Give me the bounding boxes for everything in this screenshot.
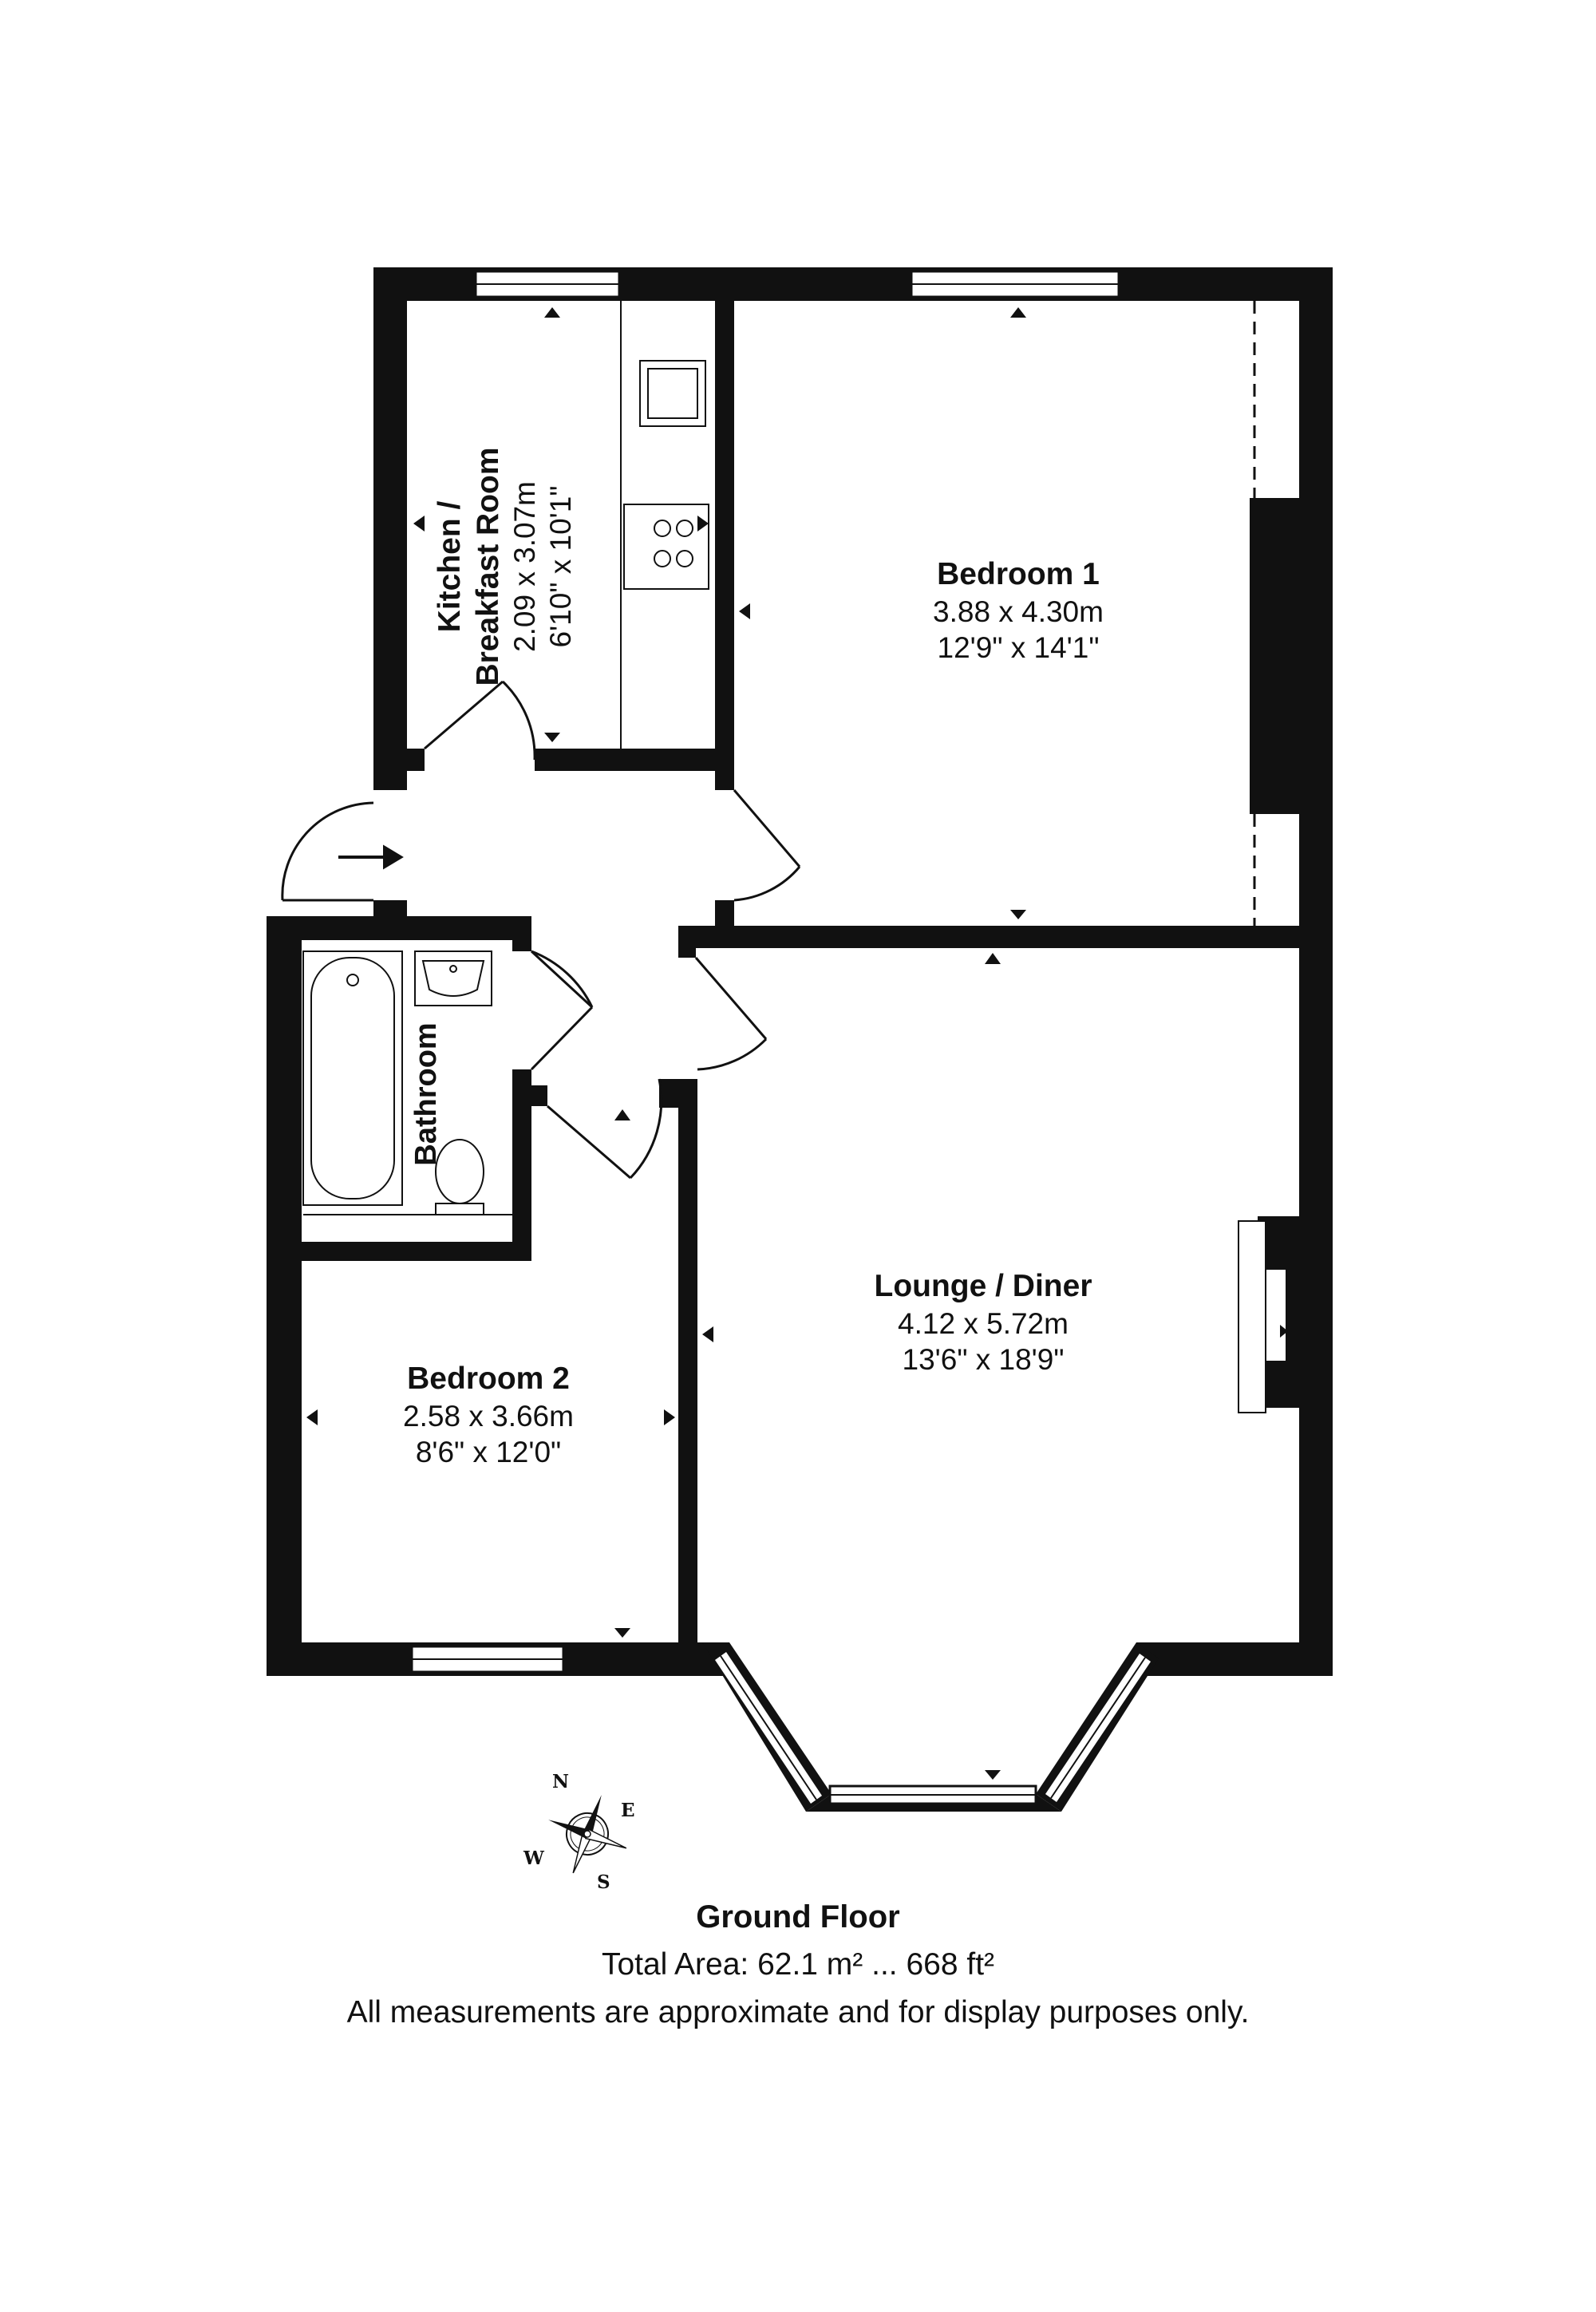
room-name-bedroom2: Bedroom 2	[407, 1362, 570, 1396]
wall-bedroom2-lounge-cap	[659, 1079, 697, 1108]
dim-marker-kitchen-left	[413, 516, 425, 532]
room-metric-kitchen: 2.09 x 3.07m	[508, 481, 542, 652]
chimney-breast	[1250, 498, 1299, 814]
wall-bath-bottom	[267, 1242, 531, 1261]
kitchen-door	[424, 680, 504, 750]
dim-marker-bedroom1-top	[1010, 307, 1026, 318]
room-metric-bedroom1: 3.88 x 4.30m	[933, 595, 1104, 628]
room-imperial-lounge: 13'6" x 18'9"	[902, 1342, 1065, 1376]
room-name-kitchen-1: Kitchen /	[433, 500, 467, 633]
wall-left-west	[267, 916, 302, 1676]
wall-bottom-lounge-right	[1136, 1642, 1333, 1676]
room-name-kitchen-2: Breakfast Room	[470, 447, 505, 686]
disclaimer: All measurements are approximate and for…	[346, 1995, 1250, 2029]
wall-bath-top	[267, 916, 531, 940]
dim-marker-bedroom1-left	[739, 603, 750, 619]
room-label-bedroom2: Bedroom 2 2.58 x 3.66m 8'6" x 12'0"	[329, 1360, 648, 1470]
wall-bath-right-top	[512, 916, 531, 951]
room-label-bathroom: Bathroom	[409, 1022, 443, 1166]
bedroom1-door	[733, 789, 801, 867]
room-imperial-kitchen: 6'10" x 10'1"	[544, 485, 578, 648]
dim-marker-kitchen-top	[544, 307, 560, 318]
floor-name: Ground Floor	[696, 1899, 900, 1935]
room-imperial-bedroom1: 12'9" x 14'1"	[937, 630, 1100, 664]
wall-kitchen-bottom-stub	[407, 749, 425, 771]
compass-e: E	[621, 1800, 635, 1821]
total-area: Total Area: 62.1 m² ... 668 ft²	[601, 1947, 995, 1982]
bathroom-door	[530, 950, 594, 1009]
dim-marker-bedroom1-bottom	[1010, 910, 1026, 919]
wall-bedroom1-lounge-stub	[678, 926, 696, 958]
compass-s: S	[597, 1871, 610, 1893]
room-metric-bedroom2: 2.58 x 3.66m	[403, 1399, 574, 1433]
wall-bedroom2-lounge	[678, 1079, 697, 1676]
room-label-lounge: Lounge / Diner 4.12 x 5.72m 13'6" x 18'9…	[824, 1267, 1143, 1377]
bedroom2-door	[547, 1105, 631, 1180]
room-imperial-bedroom2: 8'6" x 12'0"	[415, 1435, 562, 1468]
kitchen-hob-icon	[623, 504, 709, 590]
dim-marker-lounge-bottom	[985, 1770, 1001, 1780]
dim-marker-bedroom2-bottom	[614, 1628, 630, 1638]
wall-bath-right-ledge	[512, 1085, 547, 1106]
kitchen-sink-icon	[639, 360, 706, 427]
entrance-arrow-icon	[338, 844, 404, 870]
wall-kitchen-bedroom1	[715, 267, 734, 790]
room-name-lounge: Lounge / Diner	[874, 1269, 1092, 1303]
basin-icon	[414, 950, 492, 1006]
dim-marker-kitchen-right	[697, 516, 709, 532]
wall-kitchen-bottom	[535, 749, 734, 771]
dim-marker-lounge-top	[985, 953, 1001, 964]
lounge-door	[694, 957, 768, 1040]
compass-w: W	[523, 1848, 545, 1869]
room-name-bedroom1: Bedroom 1	[937, 557, 1100, 591]
compass-n: N	[552, 1771, 569, 1792]
wall-left-kitchen	[373, 267, 407, 790]
wall-bedroom1-lounge	[694, 926, 1333, 948]
fireplace-icon	[1238, 1220, 1287, 1413]
dim-marker-bedroom2-left	[306, 1409, 318, 1425]
compass-icon	[548, 1795, 627, 1874]
room-label-kitchen: Kitchen / Breakfast Room 2.09 x 3.07m 6'…	[431, 439, 591, 694]
dim-marker-hall	[614, 1109, 630, 1120]
wall-right-east	[1299, 267, 1333, 1676]
dim-marker-lounge-left	[702, 1326, 713, 1342]
room-metric-lounge: 4.12 x 5.72m	[898, 1306, 1069, 1340]
bay-window	[702, 1642, 1159, 1812]
room-label-bedroom1: Bedroom 1 3.88 x 4.30m 12'9" x 14'1"	[859, 555, 1178, 666]
dim-marker-kitchen-bottom	[544, 733, 560, 742]
bathtub-icon	[302, 950, 403, 1206]
dim-marker-bedroom2-right	[664, 1409, 675, 1425]
